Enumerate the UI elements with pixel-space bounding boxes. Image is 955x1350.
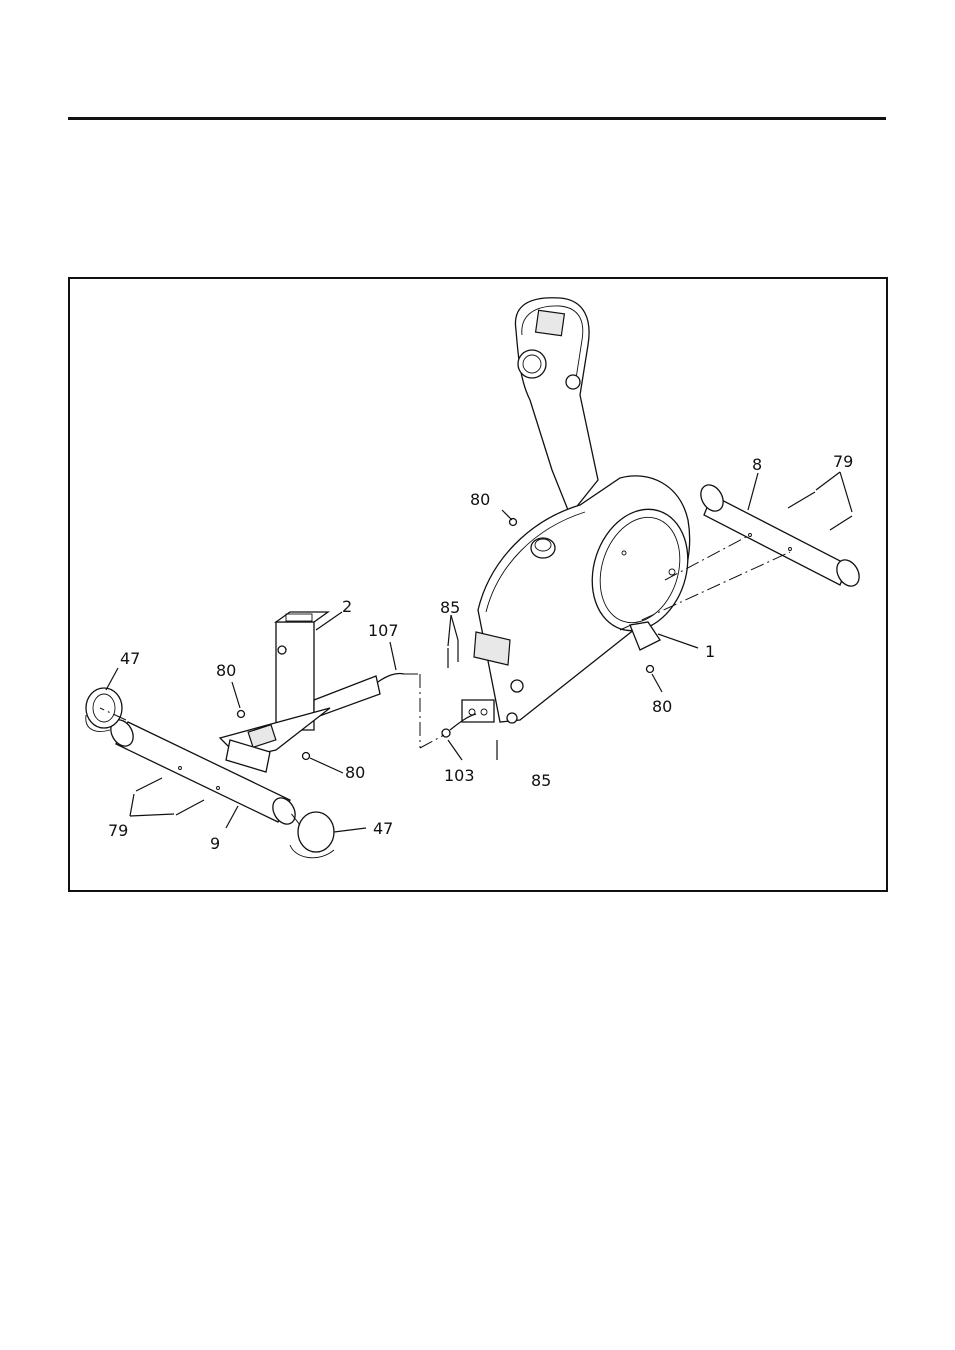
- label-part-47-top: 47: [120, 649, 140, 668]
- label-part-80-mid: 80: [345, 763, 365, 782]
- front-bolts: [136, 778, 204, 815]
- label-part-85-bottom: 85: [531, 771, 551, 790]
- front-post-part: [220, 612, 380, 772]
- label-part-9: 9: [210, 834, 220, 853]
- label-part-47-bottom: 47: [373, 819, 393, 838]
- label-part-79-rear: 79: [833, 452, 853, 471]
- rear-bolts: [788, 492, 852, 530]
- main-frame-part: [462, 298, 703, 723]
- label-part-80-right: 80: [652, 697, 672, 716]
- label-part-8: 8: [752, 455, 762, 474]
- label-part-1: 1: [705, 642, 715, 661]
- rear-stabilizer-part: [696, 481, 863, 590]
- label-part-107: 107: [368, 621, 399, 640]
- label-part-103: 103: [444, 766, 475, 785]
- label-part-2: 2: [342, 597, 352, 616]
- label-part-80-top: 80: [470, 490, 490, 509]
- label-part-79-front: 79: [108, 821, 128, 840]
- label-part-80-left: 80: [216, 661, 236, 680]
- label-part-85-top: 85: [440, 598, 460, 617]
- cables: [378, 673, 476, 737]
